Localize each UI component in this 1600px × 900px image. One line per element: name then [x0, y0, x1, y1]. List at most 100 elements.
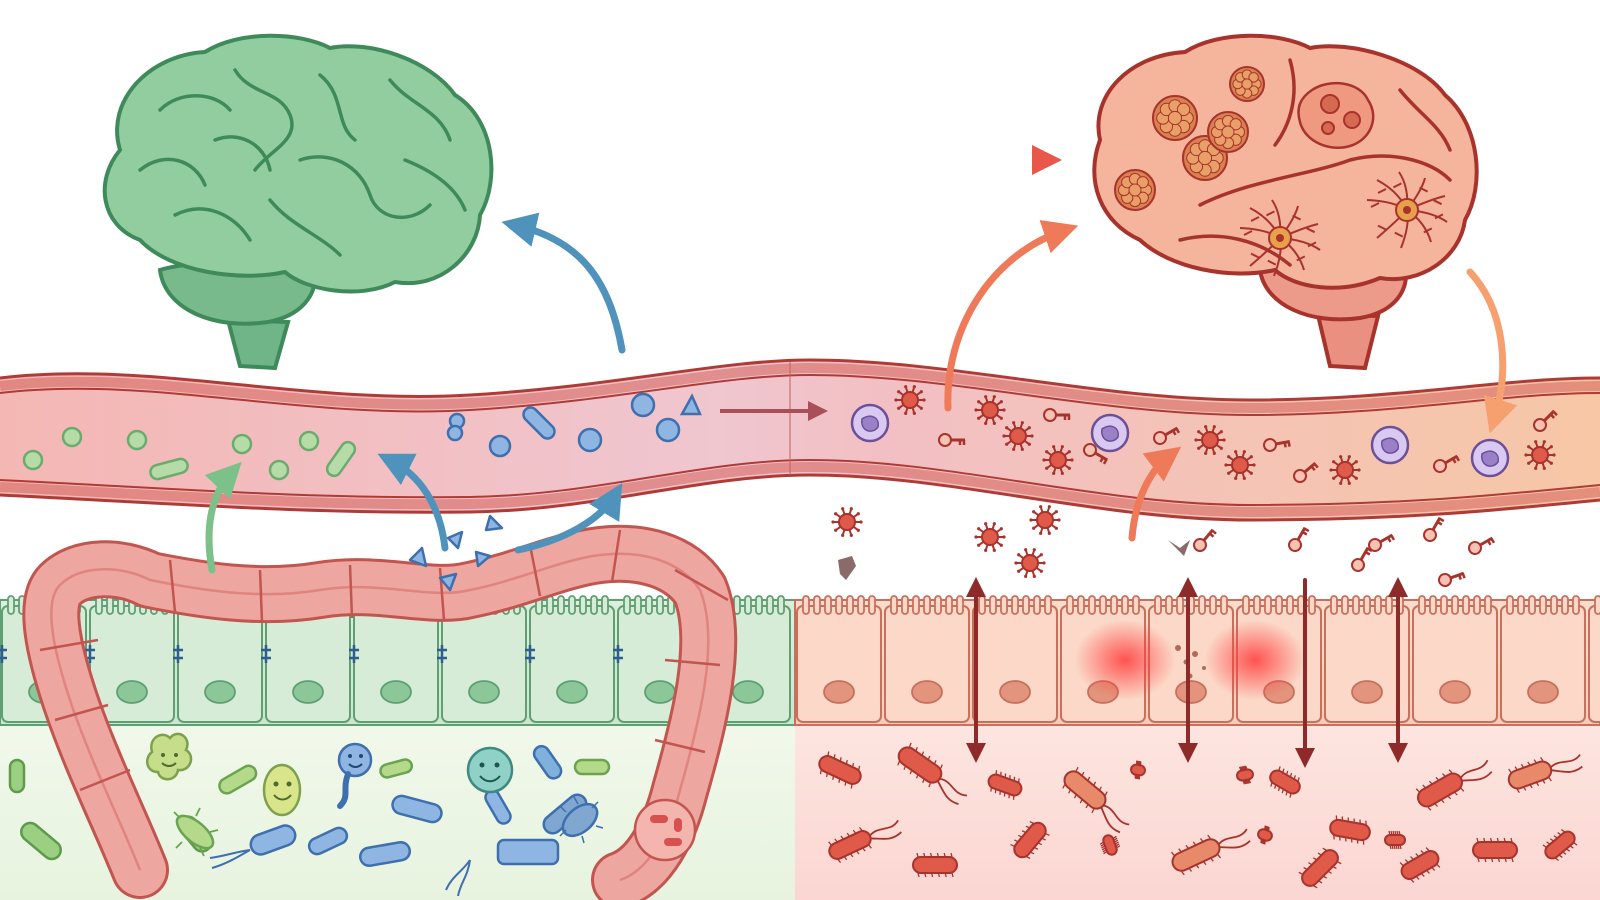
happy-microbe	[337, 742, 373, 809]
inflammation-spot	[1075, 620, 1175, 700]
happy-microbe	[145, 732, 193, 781]
pathogenic-bacterium	[897, 742, 968, 806]
happy-microbe	[466, 746, 514, 794]
inflamed-brain-stem	[1315, 312, 1381, 371]
toxin	[1153, 426, 1181, 445]
pathogenic-bacterium	[1170, 828, 1251, 876]
pathogenic-bacterium	[1472, 837, 1518, 863]
immune-cell	[1470, 438, 1510, 478]
happy-microbe	[262, 763, 302, 817]
immune-cell	[1090, 413, 1130, 453]
toxin	[1533, 409, 1558, 432]
plaque	[1114, 169, 1156, 211]
metabolites-in-blood	[446, 392, 702, 458]
pathogen	[1329, 455, 1361, 485]
pathogenic-bacterium	[1507, 754, 1583, 794]
colon	[22, 524, 738, 900]
microglia-cell	[1366, 171, 1448, 249]
pathogen	[894, 385, 926, 415]
pathogen	[974, 522, 1006, 552]
pathogen	[1224, 450, 1256, 480]
microglia-cell	[1239, 199, 1321, 277]
bacteria-in-colon	[633, 798, 697, 862]
pathogen	[1029, 505, 1061, 535]
epithelial-cell	[1148, 595, 1234, 723]
green-spiky-microbe	[173, 807, 219, 857]
pathogen	[1194, 425, 1226, 455]
pathogenic-bacterium	[1415, 759, 1493, 811]
gut-to-blood-blue-arrow-2	[514, 482, 623, 554]
pathogenic-microbiota	[818, 742, 1583, 889]
toxin	[1083, 443, 1109, 465]
pathogenic-bacterium	[1399, 847, 1441, 883]
toxin	[1263, 438, 1291, 452]
pathogenic-bacterium	[912, 852, 958, 878]
activated-microglia	[1239, 171, 1448, 277]
vessel-lower-wall-inner	[0, 461, 1600, 518]
toxin	[1468, 536, 1496, 555]
epithelial-cell	[1500, 595, 1586, 723]
pathway-arrows	[204, 145, 1518, 768]
circulating-pathogens	[894, 385, 1556, 485]
blood-to-healthy-brain-arrow	[501, 212, 626, 354]
vessel-lower-wall-inner-line	[0, 458, 1600, 507]
pathogenic-bacterium	[1062, 766, 1130, 834]
gut-to-blood-green-arrow	[204, 461, 242, 574]
toxin	[1043, 408, 1071, 422]
inflamed-brain	[1092, 33, 1479, 371]
immune-cells	[850, 403, 1510, 478]
circulating-toxins	[938, 408, 1558, 484]
gut-to-blood-blue-arrow	[377, 453, 449, 552]
epithelial-cell	[884, 595, 970, 723]
tight-junction	[613, 645, 623, 663]
healthy-brain-folds	[138, 68, 467, 257]
epithelial-cell	[525, 595, 615, 723]
tight-junction	[437, 645, 447, 663]
vessel-lower-wall	[0, 473, 1600, 522]
intestinal-epithelium	[0, 595, 1600, 726]
pathogen	[831, 507, 863, 537]
pathogenic-bacterium	[1257, 825, 1273, 845]
toxin	[1293, 461, 1319, 484]
pathogenic-bacterium	[1130, 760, 1146, 780]
immune-cell	[1370, 425, 1410, 465]
toxin	[938, 433, 966, 447]
receptor-fragment	[838, 540, 1190, 580]
inflammation-spot	[1205, 620, 1305, 700]
epithelial-cell	[1324, 595, 1410, 723]
spiky-microbe	[559, 796, 604, 844]
epithelial-cell	[1588, 595, 1600, 723]
epithelial-cell	[1412, 595, 1498, 723]
pathogenic-bacterium	[828, 819, 902, 864]
toxin	[1438, 571, 1466, 587]
amyloid-plaques	[1114, 66, 1265, 211]
vessel-upper-wall-inner	[0, 362, 1600, 414]
healthy-circulating-molecules	[22, 426, 357, 481]
brain-to-blood-arrow	[1466, 268, 1518, 434]
pathogenic-bacterium	[1269, 766, 1301, 798]
vessel-upper-wall	[0, 358, 1600, 402]
pathogenic-bacterium	[1298, 847, 1342, 889]
plaque	[1207, 111, 1249, 153]
pathogenic-bacterium	[1010, 820, 1050, 860]
healthy-brain	[102, 33, 494, 371]
tight-junction	[525, 645, 535, 663]
healthy-brain-stem	[225, 317, 291, 371]
pathogenic-bacterium	[1384, 830, 1406, 850]
pathogen	[974, 395, 1006, 425]
toxin	[1423, 516, 1445, 542]
blood-to-inflamed-brain-arrow	[944, 220, 1079, 412]
plaque	[1229, 66, 1265, 102]
inflamed-brain-cerebrum	[1092, 33, 1479, 290]
colon-haustra	[39, 529, 729, 792]
pathogen	[1042, 445, 1074, 475]
immune-cell	[850, 403, 890, 443]
vessel-upper-wall-inner-line	[0, 373, 1600, 417]
flagellated-bacteria	[209, 849, 471, 897]
gut-leak-to-blood-arrow	[1128, 446, 1182, 542]
pathogenic-bacterium	[987, 770, 1023, 800]
pathogenic-bacterium	[818, 751, 862, 789]
toxin	[1433, 454, 1461, 473]
toxin	[1368, 533, 1396, 552]
